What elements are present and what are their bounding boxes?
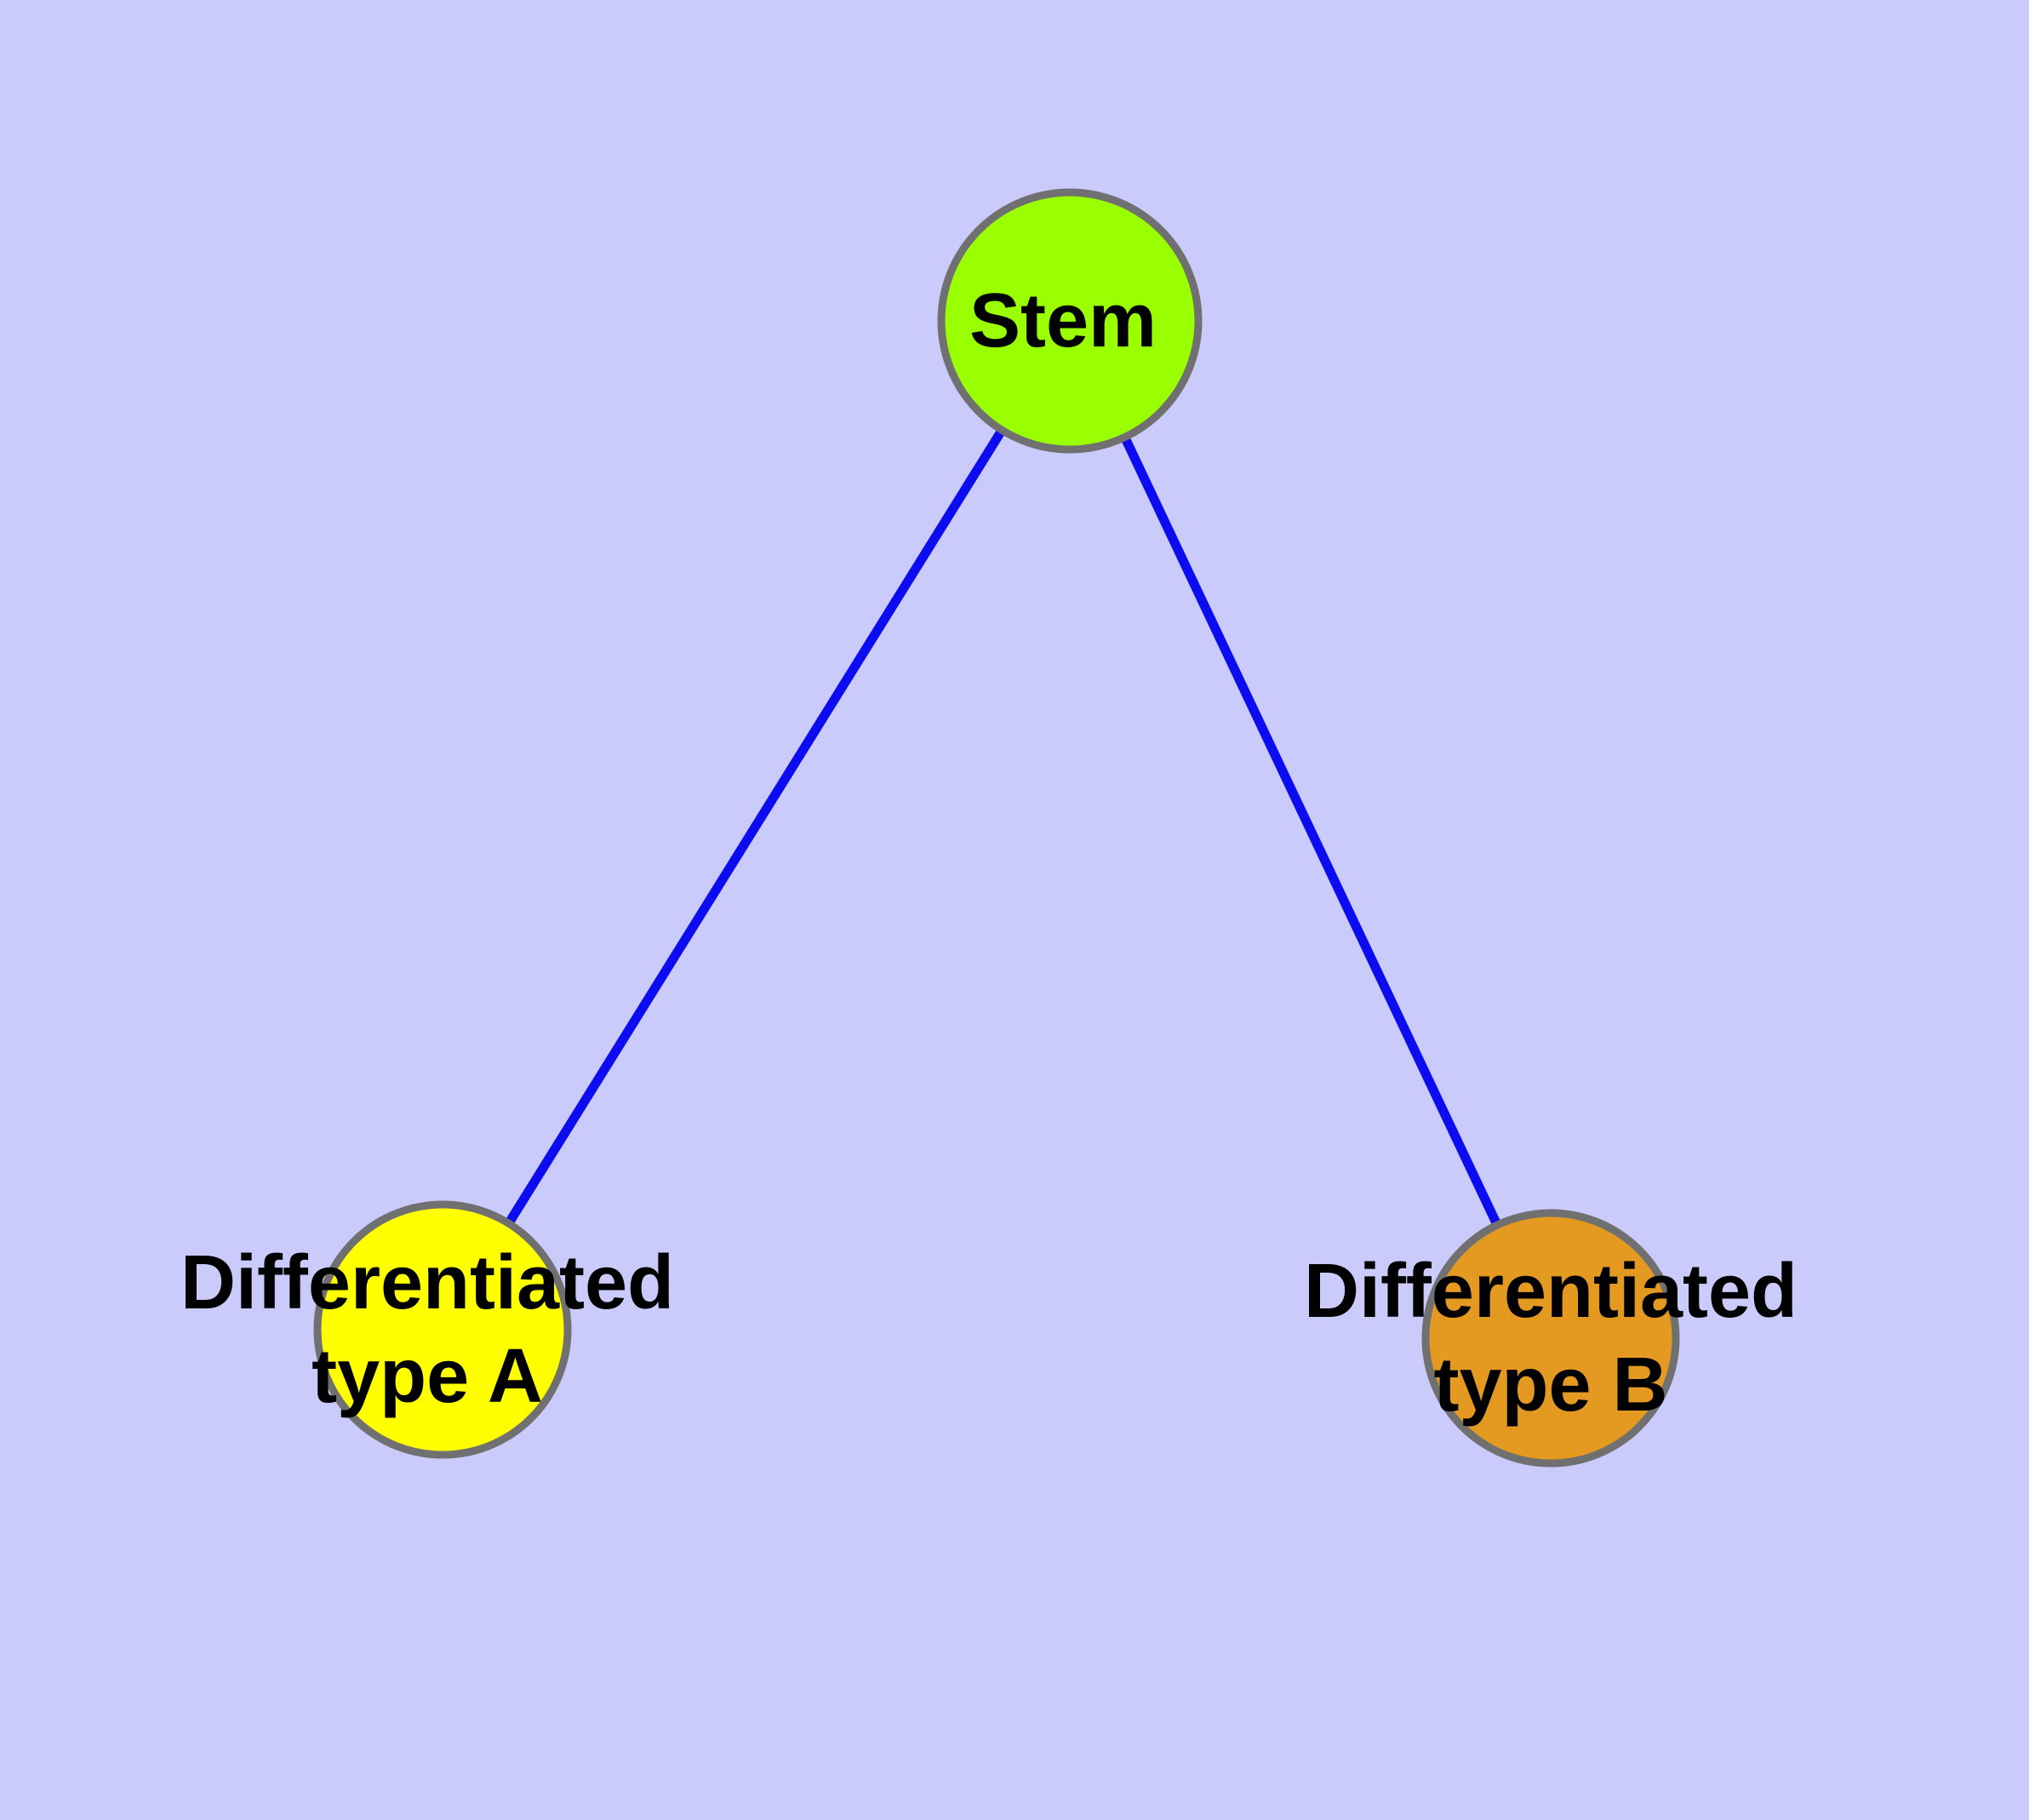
node-differentiated-type-b-label-line-1: Differentiated bbox=[1304, 1249, 1798, 1334]
edges-layer bbox=[438, 318, 1555, 1341]
node-differentiated-type-b-label-line-2: type B bbox=[1433, 1342, 1667, 1428]
node-differentiated-type-a bbox=[313, 1200, 572, 1459]
edge-stem-to-type-b bbox=[1066, 318, 1555, 1341]
node-differentiated-type-b bbox=[1421, 1209, 1680, 1468]
node-differentiated-type-a-label: Differentiated type A bbox=[180, 1240, 674, 1419]
node-differentiated-type-a-label-line-1: Differentiated bbox=[180, 1240, 674, 1325]
node-stem bbox=[937, 188, 1203, 454]
nodes-layer bbox=[313, 188, 1680, 1468]
node-differentiated-type-a-label-line-2: type A bbox=[311, 1334, 543, 1419]
node-stem-label: Stem bbox=[969, 278, 1157, 363]
node-stem-label-line-1: Stem bbox=[969, 278, 1157, 363]
edge-stem-to-type-a bbox=[438, 318, 1074, 1332]
